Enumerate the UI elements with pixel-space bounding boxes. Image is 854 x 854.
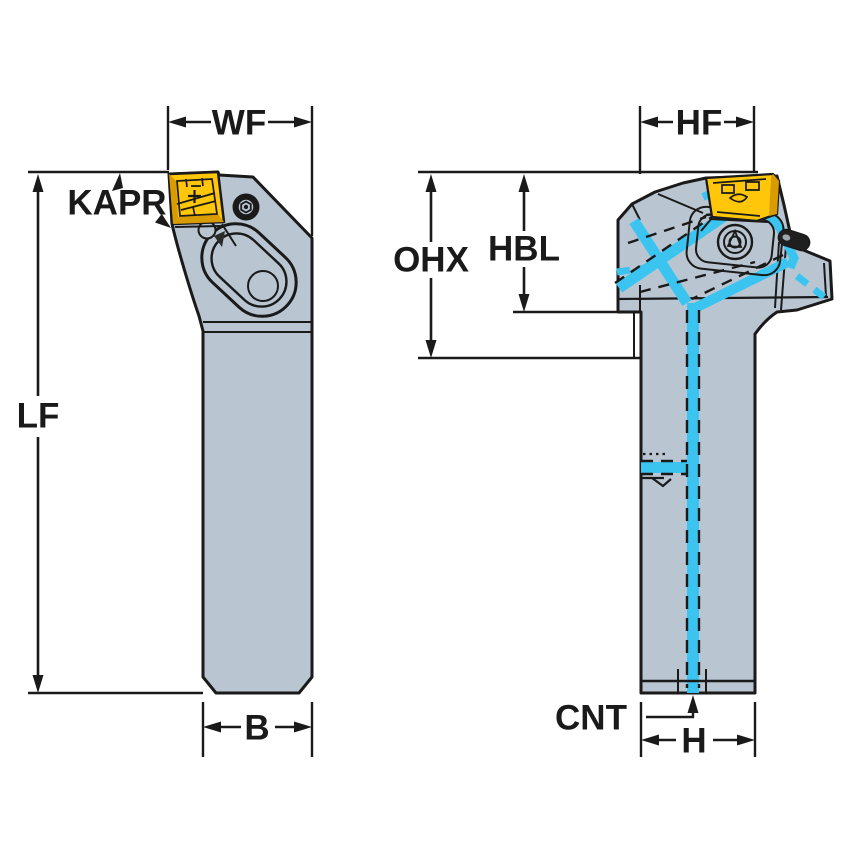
hidden-line-1 xyxy=(627,215,707,245)
insert-side-shade xyxy=(769,174,779,216)
hbl-arrow-bottom xyxy=(518,294,530,312)
dimension-lf: LF xyxy=(17,174,203,695)
lf-arrow-bottom xyxy=(32,675,44,693)
kapr-label: KAPR xyxy=(67,184,166,223)
b-arrow-right xyxy=(294,721,312,733)
right-view: HF OHX HBL CNT xyxy=(393,104,834,761)
insert-seat-lines-right xyxy=(700,217,769,232)
coolant-dashed-left xyxy=(616,262,661,276)
shank-bottom-marks xyxy=(641,669,755,693)
clamp-slot xyxy=(200,222,298,318)
clamp-slot-screw xyxy=(247,270,279,302)
hf-arrow-left xyxy=(640,116,658,128)
front-face-lines xyxy=(774,241,787,311)
b-label: B xyxy=(244,709,269,748)
dimension-kapr: KAPR xyxy=(28,170,171,228)
insert-seat-line xyxy=(174,223,237,247)
cnt-leader-line xyxy=(646,713,695,719)
dimension-cnt: CNT xyxy=(555,695,699,738)
wf-arrow-left xyxy=(168,116,186,128)
hidden-line-5 xyxy=(691,253,784,301)
ohx-arrow-top xyxy=(425,174,437,192)
wf-arrow-right xyxy=(294,116,312,128)
kapr-arrow-lower xyxy=(155,213,171,228)
hbl-label: HBL xyxy=(488,230,560,269)
clamp-slot-notch xyxy=(214,231,225,247)
side-screw-torx xyxy=(726,228,743,249)
lf-label: LF xyxy=(17,397,60,436)
insert-shade-left xyxy=(169,174,178,224)
cutting-insert-left xyxy=(167,170,226,226)
screw-center xyxy=(243,204,249,210)
h-extension-lines xyxy=(639,702,757,757)
h-label: H xyxy=(681,722,706,761)
coolant-branch-down xyxy=(629,218,692,306)
side-screw-outer xyxy=(716,223,754,261)
wf-label: WF xyxy=(212,104,266,143)
h-arrow-right xyxy=(737,734,755,746)
coolant-dashed-flange xyxy=(794,273,827,300)
ohx-arrow-bottom xyxy=(425,340,437,358)
dimension-ohx: OHX xyxy=(393,174,641,360)
shank-bottom-ticks xyxy=(677,669,707,693)
wf-extension-lines xyxy=(166,106,314,236)
hf-label: HF xyxy=(676,104,723,143)
insert-chipbreaker-frame xyxy=(176,178,218,217)
cnt-arrow xyxy=(687,695,699,713)
insert-chipbreaker-cross xyxy=(188,190,201,203)
coolant-right-branch xyxy=(692,257,791,313)
clamp-pin xyxy=(777,228,811,252)
hbl-arrow-top xyxy=(518,174,530,192)
dimension-hf: HF xyxy=(638,104,756,174)
screw-torx xyxy=(240,200,252,214)
ohx-label: OHX xyxy=(393,241,470,280)
left-view: WF KAPR LF B xyxy=(17,104,314,757)
cutting-insert-right xyxy=(700,172,781,232)
coolant-vertical-channel xyxy=(687,303,699,693)
hidden-line-2 xyxy=(639,260,756,294)
dimension-hbl: HBL xyxy=(488,174,620,314)
neck-step-line xyxy=(633,285,641,358)
h-arrow-left xyxy=(641,734,659,746)
port-thread-symbol xyxy=(641,476,672,488)
b-arrow-left xyxy=(203,721,221,733)
dimension-wf: WF xyxy=(166,104,314,236)
hf-extension-lines xyxy=(638,106,756,174)
cnt-label: CNT xyxy=(555,699,627,738)
flange-inner-line xyxy=(823,262,827,297)
dimension-h: H xyxy=(639,702,757,761)
dimension-b: B xyxy=(201,702,314,757)
hidden-lines xyxy=(614,198,784,688)
b-extension-lines xyxy=(201,702,314,757)
hf-arrow-right xyxy=(736,116,754,128)
lf-arrow-top xyxy=(32,174,44,192)
insert-side-chipbreaker xyxy=(712,178,767,217)
insert-screw xyxy=(232,193,260,221)
clamp-pin-highlight xyxy=(782,234,791,241)
kapr-arrow-upper xyxy=(112,173,123,191)
insert-chipbreaker-lines xyxy=(176,177,217,217)
coolant-side-port xyxy=(641,462,688,473)
